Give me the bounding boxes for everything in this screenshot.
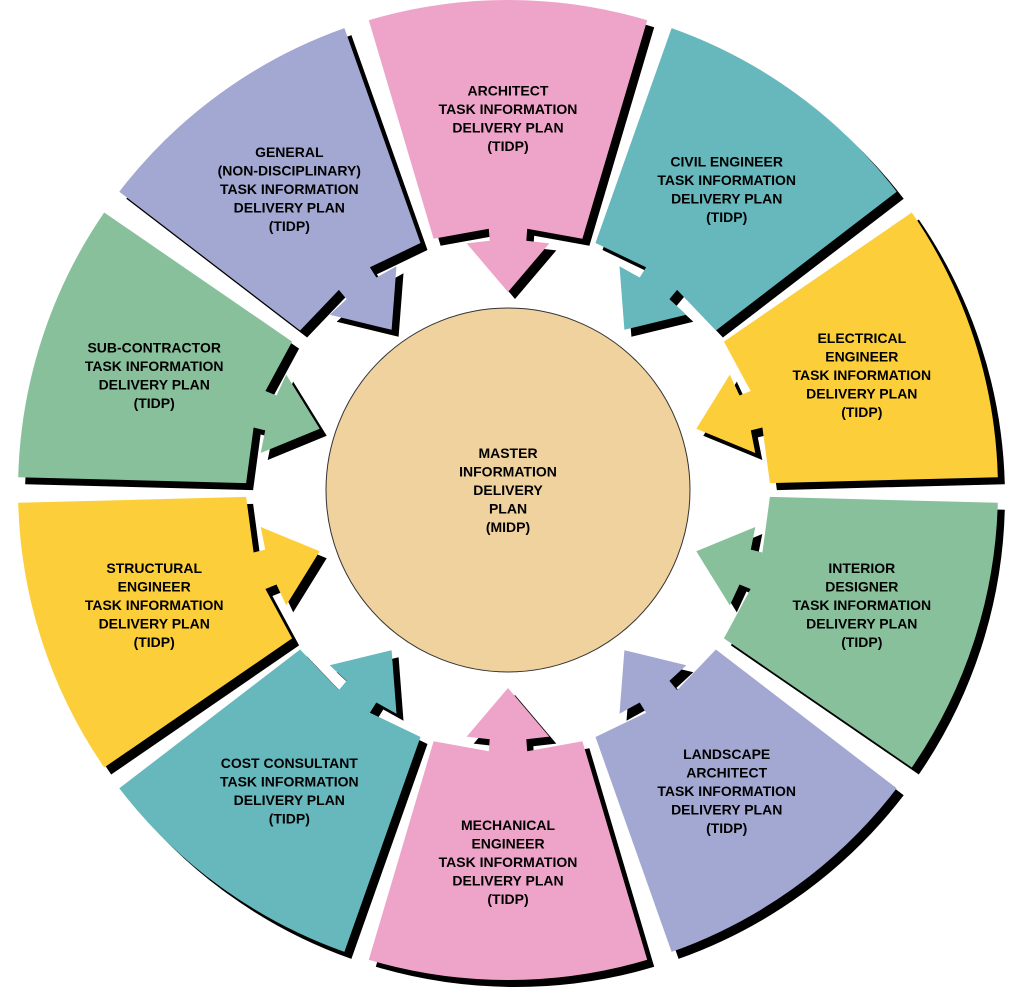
segment-interior-designer: [696, 496, 998, 768]
segment-label-line: TASK INFORMATION: [657, 172, 796, 188]
segment-label-line: (TIDP): [269, 811, 310, 827]
segment-label-line: (TIDP): [706, 820, 747, 836]
segment-label-line: SUB-CONTRACTOR: [87, 339, 221, 355]
segment-electrical-engineer: [696, 212, 998, 484]
segment-label-line: DELIVERY PLAN: [452, 873, 563, 889]
segment-label-line: TASK INFORMATION: [220, 774, 359, 790]
midp-center: MASTER INFORMATION DELIVERY PLAN (MIDP): [325, 307, 691, 673]
segment-mechanical-engineer: [368, 688, 648, 980]
segment-label-line: INTERIOR: [828, 560, 895, 576]
midp-label: MASTER INFORMATION DELIVERY PLAN (MIDP): [459, 445, 557, 535]
midp-label-line: (MIDP): [486, 519, 530, 535]
segment-sub-contractor: [18, 212, 320, 484]
segment-label-line: DELIVERY PLAN: [806, 616, 917, 632]
segment-label-line: (TIDP): [269, 218, 310, 234]
midp-label-line: PLAN: [489, 501, 527, 517]
segment-group: [18, 0, 998, 980]
segment-label-line: DELIVERY PLAN: [234, 792, 345, 808]
segment-label-civil-engineer: CIVIL ENGINEER TASK INFORMATION DELIVERY P…: [657, 153, 796, 225]
segment-label-line: TASK INFORMATION: [792, 367, 931, 383]
segment-label-line: ENGINEER: [471, 836, 544, 852]
segment-label-line: (TIDP): [487, 891, 528, 907]
segment-general: [119, 28, 421, 331]
midp-label-line: MASTER: [478, 445, 537, 461]
segment-label-mechanical-engineer: MECHANICAL ENGINEER TASK INFORMATION DELIVE…: [439, 817, 578, 907]
midp-label-line: INFORMATION: [459, 464, 557, 480]
segment-label-landscape-architect: LANDSCAPE ARCHITECT TASK INFORMATION DELIVE…: [657, 746, 796, 836]
segment-label-line: ENGINEER: [825, 349, 898, 365]
segment-label-general: GENERAL (NON-DISCIPLINARY) TASK INFORMATIO…: [218, 144, 361, 234]
midp-label-line: DELIVERY: [473, 482, 543, 498]
segment-label-line: TASK INFORMATION: [85, 597, 224, 613]
segment-label-line: DELIVERY PLAN: [806, 386, 917, 402]
segment-label-architect: ARCHITECT TASK INFORMATION DELIVERY PLAN (T…: [439, 82, 578, 154]
segment-label-line: (TIDP): [487, 138, 528, 154]
segment-label-line: ELECTRICAL: [817, 330, 906, 346]
segment-label-line: (TIDP): [841, 404, 882, 420]
segment-label-line: (TIDP): [841, 634, 882, 650]
segment-label-line: (TIDP): [134, 634, 175, 650]
segment-label-line: GENERAL: [255, 144, 324, 160]
segment-label-line: (TIDP): [706, 209, 747, 225]
segment-label-line: DELIVERY PLAN: [99, 616, 210, 632]
segment-label-line: ARCHITECT: [686, 765, 767, 781]
segment-label-line: MECHANICAL: [461, 817, 556, 833]
segment-label-line: TASK INFORMATION: [220, 181, 359, 197]
segment-label-line: TASK INFORMATION: [657, 783, 796, 799]
segment-labels: ARCHITECT TASK INFORMATION DELIVERY PLAN (T…: [85, 82, 931, 907]
segment-label-line: TASK INFORMATION: [439, 854, 578, 870]
segment-label-line: COST CONSULTANT: [221, 755, 359, 771]
segment-label-cost-consultant: COST CONSULTANT TASK INFORMATION DELIVERY …: [220, 755, 359, 827]
segment-label-line: TASK INFORMATION: [792, 597, 931, 613]
segment-label-line: STRUCTURAL: [106, 560, 202, 576]
segment-label-line: TASK INFORMATION: [85, 358, 224, 374]
segment-cost-consultant: [119, 649, 421, 952]
segment-label-line: DELIVERY PLAN: [452, 119, 563, 135]
segment-label-line: DELIVERY PLAN: [234, 200, 345, 216]
segment-label-line: ENGINEER: [118, 579, 191, 595]
segment-label-line: TASK INFORMATION: [439, 101, 578, 117]
segment-label-line: (NON-DISCIPLINARY): [218, 163, 361, 179]
segment-landscape-architect: [595, 649, 897, 952]
segment-label-line: LANDSCAPE: [683, 746, 770, 762]
segment-label-line: DELIVERY PLAN: [99, 376, 210, 392]
segment-civil-engineer: [595, 28, 897, 331]
segment-label-sub-contractor: SUB-CONTRACTOR TASK INFORMATION DELIVERY P…: [85, 339, 224, 411]
segment-label-line: DELIVERY PLAN: [671, 802, 782, 818]
segment-label-line: DELIVERY PLAN: [671, 190, 782, 206]
segment-architect: [368, 0, 648, 292]
midp-circle: [325, 307, 691, 673]
segment-label-line: CIVIL ENGINEER: [670, 153, 783, 169]
segment-label-line: DESIGNER: [825, 579, 898, 595]
segment-label-structural-engineer: STRUCTURAL ENGINEER TASK INFORMATION DELIVE…: [85, 560, 224, 650]
segment-structural-engineer: [18, 496, 320, 768]
segment-label-electrical-engineer: ELECTRICAL ENGINEER TASK INFORMATION DELIVE…: [792, 330, 931, 420]
segment-label-line: ARCHITECT: [468, 82, 549, 98]
segment-label-line: (TIDP): [134, 395, 175, 411]
segment-label-interior-designer: INTERIOR DESIGNER TASK INFORMATION DELIVERY…: [792, 560, 931, 650]
